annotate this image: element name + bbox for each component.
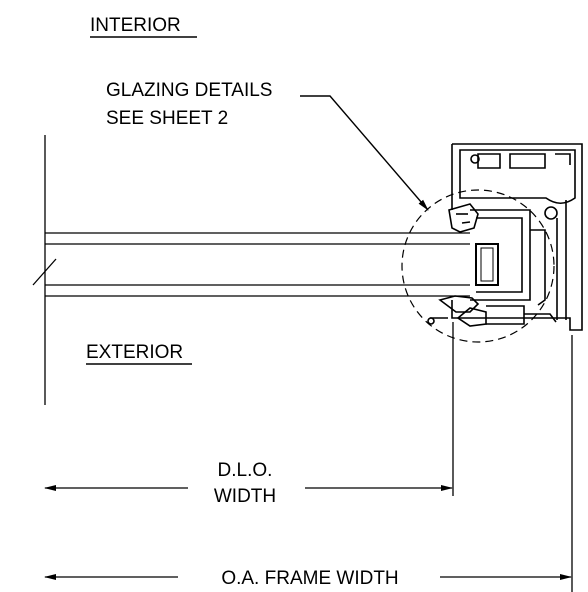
glass-unit [45,232,470,297]
frame-extrusion [427,143,583,331]
dlo-label-line2: WIDTH [214,486,276,507]
interior-label: INTERIOR [90,15,181,36]
callout-text-line2: SEE SHEET 2 [106,108,228,129]
oa-width-label: O.A. FRAME WIDTH [221,568,398,589]
dlo-label-line1: D.L.O. [218,460,273,481]
callout-leader [300,95,429,211]
glass-spacer-inner [480,247,494,282]
detail-circle [401,189,555,343]
break-mark [32,258,57,286]
callout-text-line1: GLAZING DETAILS [106,80,272,101]
exterior-label: EXTERIOR [86,342,183,363]
